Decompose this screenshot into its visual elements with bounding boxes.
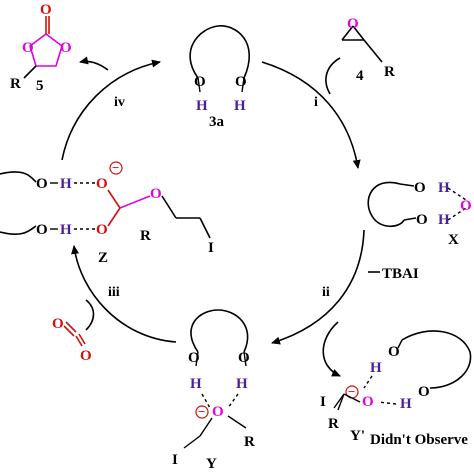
z-r: R: [140, 228, 151, 244]
z-h-top: H: [60, 176, 72, 192]
cycle-arrows: [61, 56, 380, 377]
yp-label: Y': [350, 428, 365, 444]
x-h-bottom: H: [438, 212, 450, 228]
intermediate-x: O O H H O X: [367, 180, 472, 248]
epoxide-r: R: [384, 64, 395, 80]
intermediate-z: O O H H O O − O R I Z: [0, 160, 214, 266]
y-label: Y: [206, 456, 217, 472]
carbonate-o-right: O: [60, 40, 72, 56]
y-o-left: O: [188, 350, 200, 366]
catalyst-h-left: H: [196, 98, 208, 114]
z-o-bottom: O: [36, 222, 48, 238]
arrow-step-iv: [61, 59, 161, 161]
carbonate-label: 5: [36, 78, 44, 94]
epoxide-entry-arrow: [325, 57, 341, 95]
yp-minus-sign: −: [348, 384, 355, 399]
y-r: R: [244, 434, 255, 450]
catalyst-o-right: O: [235, 74, 247, 90]
catalyst-label: 3a: [209, 114, 225, 130]
x-label: X: [448, 232, 459, 248]
step-label-iv: iv: [114, 95, 125, 110]
step-label-iii: iii: [108, 285, 120, 300]
z-o-carboxylate-bottom: O: [96, 222, 108, 238]
side-path-arrow: [322, 321, 341, 377]
x-h-top: H: [438, 180, 450, 196]
x-o-top: O: [414, 180, 426, 196]
step-label-ii: ii: [322, 285, 330, 300]
y-h-right: H: [236, 376, 248, 392]
tbai-label: TBAI: [382, 266, 419, 282]
product-arrow: [79, 56, 109, 71]
yp-oxygen: O: [362, 394, 374, 410]
catalyst-h-right: H: [234, 98, 246, 114]
epoxide-label: 4: [356, 68, 364, 84]
catalyst-3a: O O H H 3a: [189, 25, 250, 130]
yp-r: R: [328, 416, 339, 432]
carbonate-r: R: [10, 76, 21, 92]
arrow-step-i: [261, 61, 361, 169]
epoxide-4: O 4 R: [341, 16, 395, 84]
z-label: Z: [98, 250, 108, 266]
yp-h-top: H: [370, 360, 382, 376]
z-h-bottom: H: [60, 222, 72, 238]
co2-entry-arrow: [85, 299, 95, 331]
z-minus-sign: −: [112, 160, 119, 175]
intermediate-y-prime: O O H H O − I R Y' Didn't Observe: [320, 330, 472, 448]
arrow-step-iii: [71, 245, 177, 343]
co2: O O: [52, 316, 92, 364]
x-o-bottom: O: [416, 212, 428, 228]
yp-o-bottom: O: [418, 384, 430, 400]
co2-o-right: O: [80, 348, 92, 364]
cyclic-carbonate-5: O O O R 5: [10, 2, 72, 94]
y-minus-charge: [195, 405, 209, 419]
carbonate-carbonyl-o: O: [40, 2, 52, 18]
z-ether-o: O: [150, 186, 162, 202]
intermediate-y: O O H H O − I Y R: [172, 309, 255, 472]
z-iodine: I: [208, 240, 214, 256]
arrow-step-ii: [271, 229, 365, 345]
z-o-carboxylate-top: O: [96, 176, 108, 192]
yp-h-bottom: H: [400, 396, 412, 412]
yp-o-top: O: [388, 344, 400, 360]
y-oxygen: O: [212, 404, 224, 420]
y-o-right: O: [238, 350, 250, 366]
y-minus-sign: −: [198, 404, 205, 419]
x-epoxide-o: O: [460, 198, 472, 214]
catalyst-o-left: O: [194, 74, 206, 90]
y-iodine: I: [172, 452, 178, 468]
y-h-left: H: [190, 376, 202, 392]
z-minus-charge: [109, 161, 123, 175]
z-o-top: O: [36, 176, 48, 192]
co2-o-left: O: [52, 316, 64, 332]
yp-iodine: I: [320, 394, 326, 410]
not-observed-label: Didn't Observe: [370, 432, 468, 448]
carbonate-o-left: O: [22, 40, 34, 56]
epoxide-oxygen: O: [347, 16, 359, 32]
step-label-i: i: [314, 95, 318, 110]
